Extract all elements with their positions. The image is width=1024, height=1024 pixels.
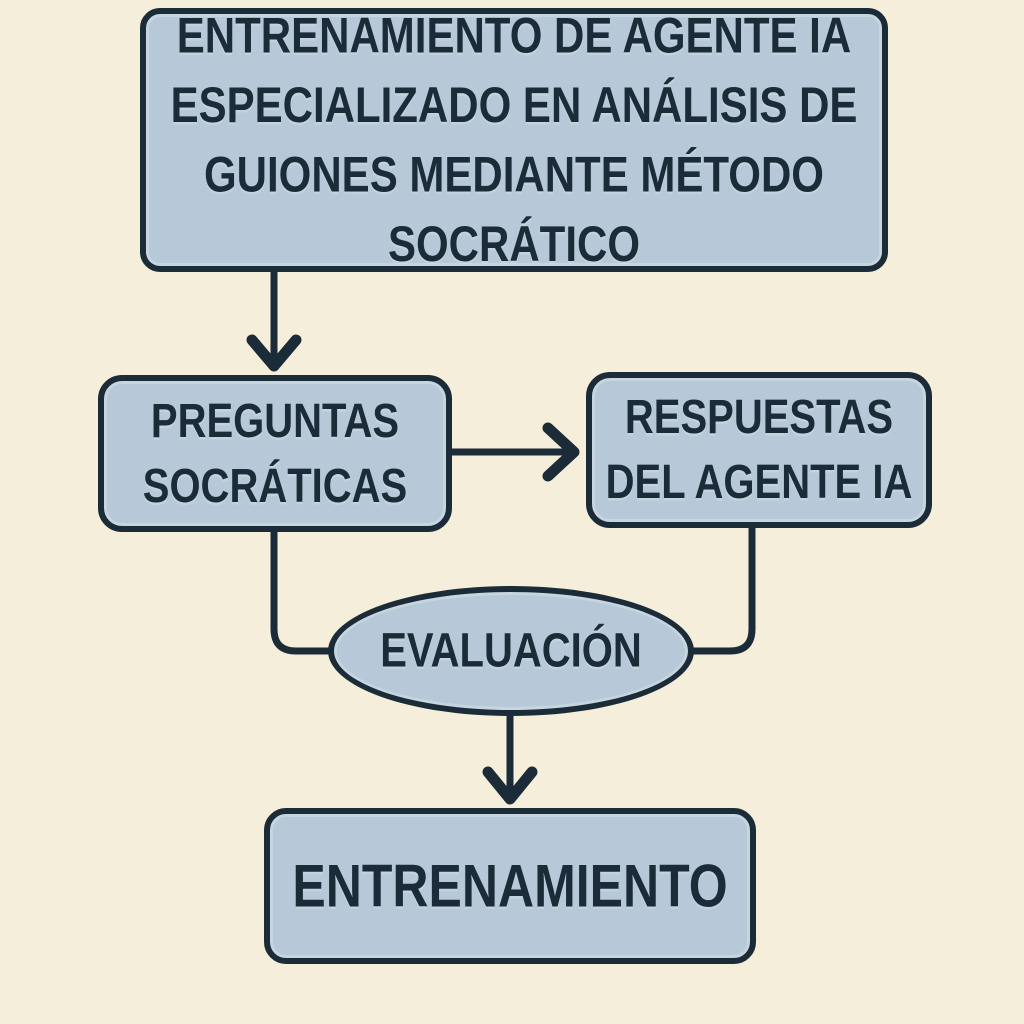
node-evaluacion-text: EVALUACIÓN <box>380 624 642 677</box>
edge-preguntas-to-respuestas-arrowhead <box>542 422 580 482</box>
node-title-line-3: GUIONES MEDIANTE MÉTODO <box>204 146 824 203</box>
node-title-label: ENTRENAMIENTO DE AGENTE IA ESPECIALIZADO… <box>171 1 858 279</box>
node-title-line-4: SOCRÁTICO <box>387 215 640 272</box>
edge-respuestas-to-evaluacion-line <box>684 524 756 655</box>
node-evaluacion-label: EVALUACIÓN <box>380 624 641 678</box>
node-evaluacion: EVALUACIÓN <box>328 586 694 716</box>
edge-top-to-preguntas-arrowhead <box>246 334 302 372</box>
node-entrenamiento-text: ENTRENAMIENTO <box>292 852 728 920</box>
node-respuestas-del-agente-ia: RESPUESTAS DEL AGENTE IA <box>586 372 932 528</box>
node-title-entrenamiento-agente-ia: ENTRENAMIENTO DE AGENTE IA ESPECIALIZADO… <box>140 7 888 272</box>
edge-evaluacion-to-entrenamiento-arrowhead <box>482 766 538 805</box>
edge-preguntas-to-evaluacion-line <box>270 528 338 655</box>
node-respuestas-label: RESPUESTAS DEL AGENTE IA <box>606 385 913 515</box>
node-respuestas-line-1: RESPUESTAS <box>624 391 894 444</box>
node-preguntas-label: PREGUNTAS SOCRÁTICAS <box>143 389 407 519</box>
node-title-line-1: ENTRENAMIENTO DE AGENTE IA <box>176 6 852 64</box>
node-preguntas-line-2: SOCRÁTICAS <box>142 459 408 513</box>
node-preguntas-socraticas: PREGUNTAS SOCRÁTICAS <box>98 375 452 532</box>
node-title-line-2: ESPECIALIZADO EN ANÁLISIS DE <box>170 76 858 133</box>
node-respuestas-line-2: DEL AGENTE IA <box>605 456 913 509</box>
node-entrenamiento-label: ENTRENAMIENTO <box>292 851 727 921</box>
node-entrenamiento: ENTRENAMIENTO <box>264 808 756 964</box>
node-preguntas-line-1: PREGUNTAS <box>150 394 400 448</box>
